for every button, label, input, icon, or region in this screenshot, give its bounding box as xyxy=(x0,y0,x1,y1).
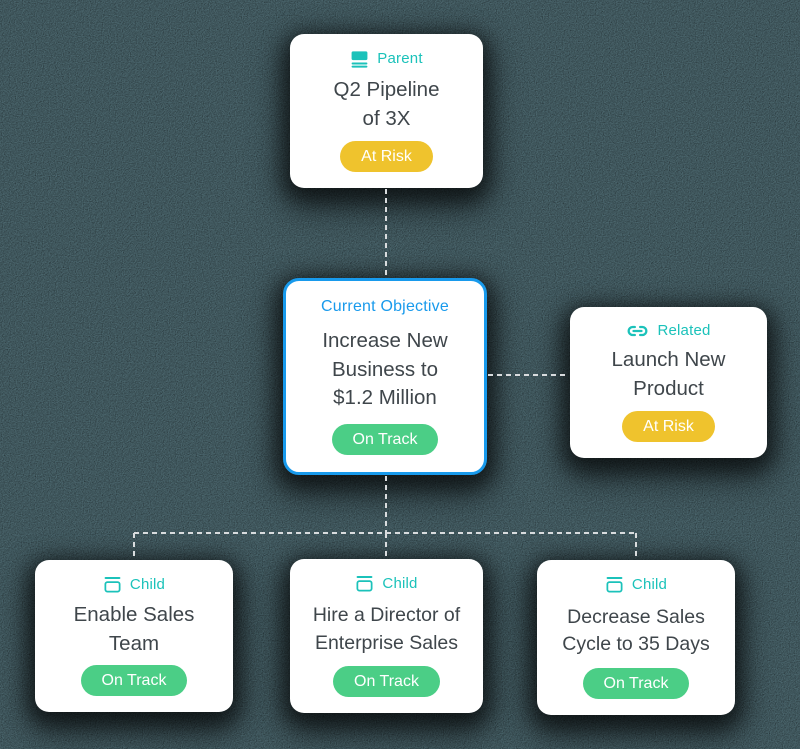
title-line: Team xyxy=(108,631,160,655)
card-type-label: Current Objective xyxy=(321,298,449,316)
objective-card-current[interactable]: Current Objective Increase New Business … xyxy=(283,278,487,475)
title-line: Increase New xyxy=(322,328,448,352)
title-line: Enterprise Sales xyxy=(314,631,459,654)
status-badge[interactable]: On Track xyxy=(333,666,440,697)
card-type-text: Child xyxy=(382,575,418,592)
child-icon xyxy=(355,574,374,593)
title-line: Business to xyxy=(332,357,438,381)
objective-title: Hire a Director of Enterprise Sales xyxy=(313,602,460,657)
card-type-label: Child xyxy=(605,575,667,594)
title-line: $1.2 Million xyxy=(333,386,437,410)
title-line: of 3X xyxy=(362,106,411,130)
card-type-text: Child xyxy=(129,576,166,593)
card-type-text: Current Objective xyxy=(321,298,449,315)
objective-card-parent[interactable]: Parent Q2 Pipeline of 3X At Risk xyxy=(290,34,483,188)
title-line: Product xyxy=(633,377,704,400)
objective-title: Q2 Pipeline of 3X xyxy=(334,76,440,133)
status-badge[interactable]: On Track xyxy=(331,424,439,455)
child-icon xyxy=(103,575,122,594)
card-type-label: Parent xyxy=(350,49,423,68)
card-type-label: Child xyxy=(355,574,417,593)
objective-card-child-3[interactable]: Child Decrease Sales Cycle to 35 Days On… xyxy=(537,560,735,715)
title-line: Enable Sales xyxy=(73,602,195,626)
status-badge[interactable]: At Risk xyxy=(340,141,433,172)
title-line: Cycle to 35 Days xyxy=(562,633,710,655)
link-icon xyxy=(626,323,649,339)
title-line: Hire a Director of xyxy=(312,604,461,627)
objective-card-related[interactable]: Related Launch New Product At Risk xyxy=(570,307,767,458)
card-type-text: Child xyxy=(631,576,668,593)
objective-card-child-1[interactable]: Child Enable Sales Team On Track xyxy=(35,560,233,712)
objective-title: Launch New Product xyxy=(612,346,726,403)
card-type-text: Related xyxy=(657,322,711,339)
child-icon xyxy=(605,575,624,594)
objective-title: Enable Sales Team xyxy=(74,601,195,658)
title-line: Decrease Sales xyxy=(567,605,705,628)
card-type-label: Child xyxy=(103,575,165,594)
card-type-label: Related xyxy=(626,322,710,339)
objective-title: Decrease Sales Cycle to 35 Days xyxy=(562,604,709,659)
objective-title: Increase New Business to $1.2 Million xyxy=(322,327,447,413)
card-type-text: Parent xyxy=(377,50,423,67)
parent-icon xyxy=(350,49,369,68)
title-line: Launch New xyxy=(611,348,726,372)
title-line: Q2 Pipeline xyxy=(333,77,440,101)
status-badge[interactable]: At Risk xyxy=(622,411,715,442)
objective-card-child-2[interactable]: Child Hire a Director of Enterprise Sale… xyxy=(290,559,483,713)
status-badge[interactable]: On Track xyxy=(80,665,188,696)
status-badge[interactable]: On Track xyxy=(582,668,690,699)
